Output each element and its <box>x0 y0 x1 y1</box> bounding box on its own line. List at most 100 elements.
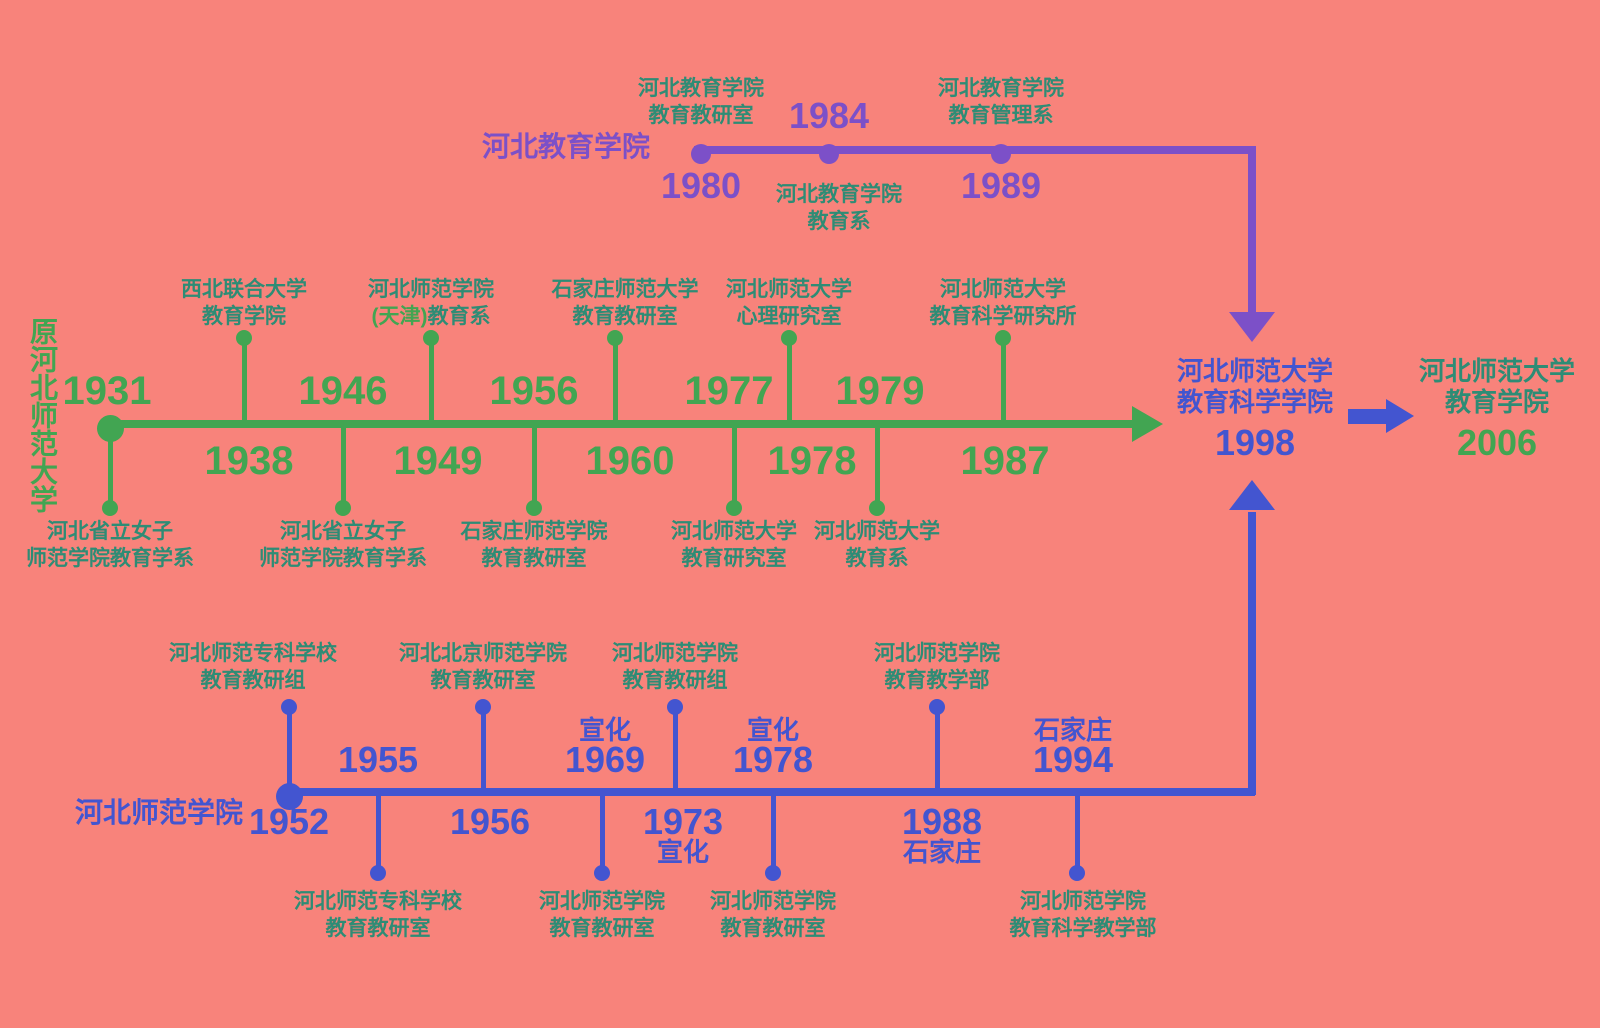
timeline-dot <box>475 699 491 715</box>
year-label: 1979 <box>835 369 925 413</box>
institution-label: 河北师范大学心理研究室 <box>726 278 852 328</box>
location-label: 宣化 <box>746 715 799 745</box>
institution-label: 河北北京师范学院教育教研室 <box>399 642 567 692</box>
timeline-dot <box>781 330 797 346</box>
institution-label: 河北师范学院教育教研室 <box>539 890 665 940</box>
timeline-stem <box>612 338 618 424</box>
location-label: 石家庄 <box>902 837 981 867</box>
year-label: 1977 <box>684 369 774 413</box>
institution-label: 石家庄师范大学教育教研室 <box>551 278 699 328</box>
timeline-dot <box>236 330 252 346</box>
institution-label: 河北省立女子师范学院教育学系 <box>26 520 194 570</box>
timeline-stem <box>241 338 247 424</box>
timeline-stem <box>770 792 776 873</box>
institution-label: 河北师范学院(天津)教育系 <box>368 278 494 328</box>
transition-arrow-shaft <box>1348 409 1386 424</box>
timeline-stem <box>480 707 486 792</box>
transition-arrowhead-icon <box>1386 399 1414 433</box>
timeline-start-dot <box>275 782 303 810</box>
institution-label: 河北师范大学教育系 <box>814 520 940 570</box>
timeline-stem <box>874 424 880 508</box>
top-timeline-elbow <box>1248 146 1256 314</box>
institution-label: 河北师范大学教育科学研究所 <box>929 278 1077 328</box>
bottom-timeline-title: 河北师范学院 <box>74 797 243 828</box>
year-label: 1978 <box>767 439 857 483</box>
timeline-dot <box>607 330 623 346</box>
year-label: 1980 <box>660 165 742 206</box>
timeline-dot <box>526 500 542 516</box>
timeline-dot <box>869 500 885 516</box>
timeline-dot <box>929 699 945 715</box>
down-arrowhead-icon <box>1229 312 1275 342</box>
timeline-dot <box>819 144 839 164</box>
institution-label: 河北教育学院教育教研室 <box>638 77 764 127</box>
institution-label: 河北师范专科学校教育教研组 <box>169 642 337 692</box>
year-label: 1956 <box>449 801 531 842</box>
year-label: 1949 <box>393 439 483 483</box>
up-arrowhead-icon <box>1229 480 1275 510</box>
timeline-dot <box>1069 865 1085 881</box>
middle-timeline-line <box>110 420 1132 428</box>
timeline-dot <box>667 699 683 715</box>
top-timeline-line <box>694 146 1256 154</box>
college-1998-name-line2: 教育科学学院 <box>1176 387 1333 417</box>
middle-timeline-title: 原河北师范大学 <box>27 317 58 513</box>
year-label: 1987 <box>960 439 1050 483</box>
timeline-stem <box>340 424 346 508</box>
timeline-stem <box>375 792 381 873</box>
year-label: 1984 <box>788 95 870 136</box>
year-label: 1938 <box>204 439 294 483</box>
year-label: 1956 <box>489 369 579 413</box>
institution-label: 河北师范专科学校教育教研室 <box>294 890 462 940</box>
location-label: 石家庄 <box>1033 715 1112 745</box>
institution-label: 河北教育学院教育系 <box>776 183 902 233</box>
college-1998-block: 河北师范大学 教育科学学院 1998 <box>1135 356 1375 461</box>
college-2006-name-line1: 河北师范大学 <box>1418 356 1575 386</box>
timeline-dot <box>281 699 297 715</box>
institution-label: 河北师范大学教育研究室 <box>671 520 797 570</box>
institution-label: 河北师范学院教育教研组 <box>612 642 738 692</box>
timeline-dot <box>423 330 439 346</box>
location-label: 宣化 <box>656 837 709 867</box>
institution-label: 河北教育学院教育管理系 <box>938 77 1064 127</box>
year-label: 1960 <box>585 439 675 483</box>
year-label: 1952 <box>248 801 330 842</box>
timeline-dot <box>991 144 1011 164</box>
timeline-stem <box>428 338 434 424</box>
timeline-stem <box>786 338 792 424</box>
year-label: 1955 <box>337 739 419 780</box>
college-1998-year: 1998 <box>1214 422 1296 463</box>
college-2006-block: 河北师范大学 教育学院 2006 <box>1377 356 1600 461</box>
year-label: 1946 <box>298 369 388 413</box>
timeline-stem <box>286 707 292 792</box>
timeline-stem <box>531 424 537 508</box>
timeline-dot <box>594 865 610 881</box>
institution-label: 河北省立女子师范学院教育学系 <box>259 520 427 570</box>
college-2006-year: 2006 <box>1456 422 1538 463</box>
timeline-dot <box>691 144 711 164</box>
timeline-start-dot <box>96 414 124 442</box>
timeline-dot <box>995 330 1011 346</box>
timeline-dot <box>335 500 351 516</box>
institution-label: 西北联合大学教育学院 <box>181 278 307 328</box>
institution-label: 河北师范学院教育教学部 <box>874 642 1000 692</box>
year-label: 1931 <box>62 369 152 413</box>
location-label: 宣化 <box>578 715 631 745</box>
institution-label: 河北师范学院教育科学教学部 <box>1009 890 1157 940</box>
timeline-stem <box>107 424 113 508</box>
institution-label: 石家庄师范学院教育教研室 <box>460 520 608 570</box>
timeline-stem <box>731 424 737 508</box>
timeline-stem <box>934 707 940 792</box>
timeline-dot <box>370 865 386 881</box>
timeline-stem <box>1074 792 1080 873</box>
timeline-dot <box>726 500 742 516</box>
timeline-stem <box>599 792 605 873</box>
top-timeline-title: 河北教育学院 <box>481 131 650 162</box>
timeline-dot <box>102 500 118 516</box>
